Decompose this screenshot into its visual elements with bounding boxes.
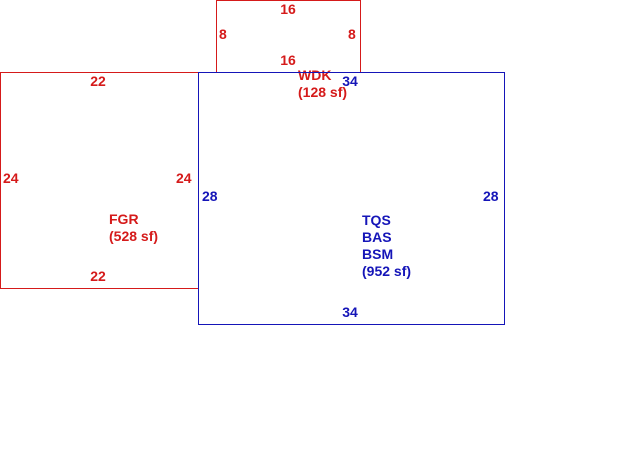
main-top-dimension: 34 [342, 73, 358, 89]
main-area-label: (952 sf) [362, 263, 412, 279]
main-code-bsm: BSM [362, 246, 394, 262]
main-bottom-dimension: 34 [342, 304, 358, 320]
main-code-tqs: TQS [362, 212, 391, 228]
fgr-right-dimension: 24 [176, 170, 192, 186]
wdk-bottom-dimension: 16 [280, 52, 296, 68]
main-left-dimension: 28 [202, 188, 218, 204]
main-code-bas: BAS [362, 229, 392, 245]
fgr-top-dimension: 22 [90, 73, 106, 89]
wdk-area-label: (128 sf) [298, 84, 348, 100]
fgr-code-label: FGR [109, 211, 139, 227]
fgr-area-label: (528 sf) [109, 228, 159, 244]
main-outline [198, 72, 505, 325]
wdk-code-label: WDK [298, 67, 332, 83]
wdk-right-dimension: 8 [348, 26, 356, 42]
wdk-top-dimension: 16 [280, 1, 296, 17]
fgr-bottom-dimension: 22 [90, 268, 106, 284]
fgr-outline [0, 72, 199, 289]
wdk-left-dimension: 8 [219, 26, 227, 42]
main-right-dimension: 28 [483, 188, 499, 204]
fgr-left-dimension: 24 [3, 170, 19, 186]
